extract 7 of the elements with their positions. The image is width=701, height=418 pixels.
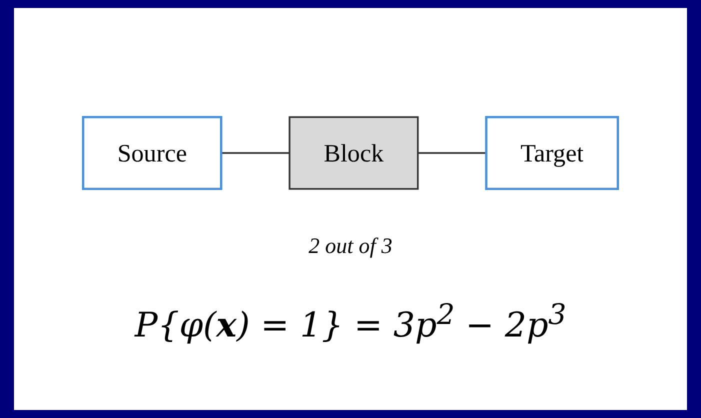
connector [418, 152, 486, 154]
node-caption: 2 out of 3 [308, 233, 392, 259]
node-box: Source [82, 116, 222, 190]
formula-text: P{φ(x) = 1} = 3p$^{2}$ − 2p$^{3}$ [134, 298, 566, 346]
node-box: Block [288, 116, 419, 190]
node-box: Target [485, 116, 620, 190]
connector [221, 152, 290, 154]
